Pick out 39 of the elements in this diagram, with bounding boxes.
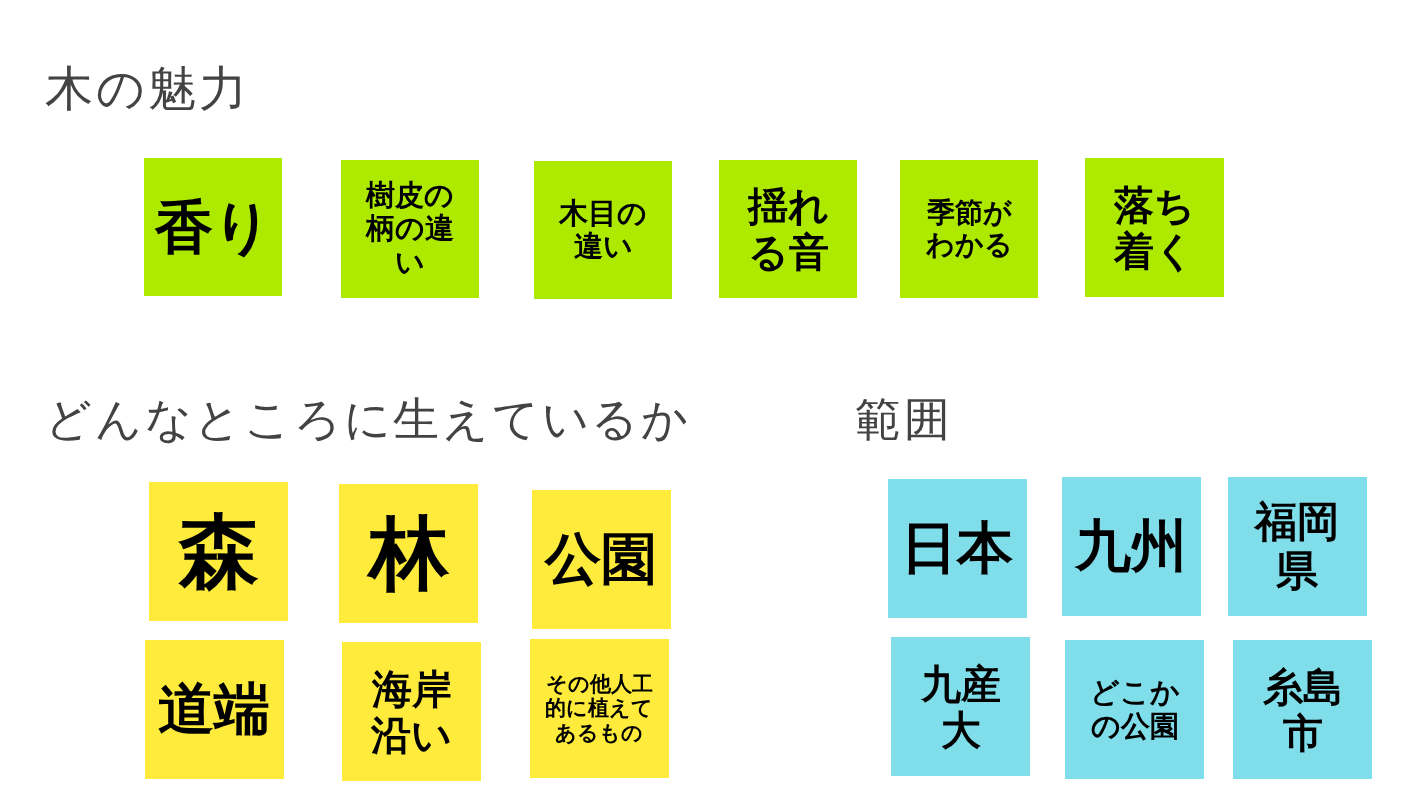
sticky-note bbox=[1228, 477, 1367, 616]
section-heading: 木の魅力 bbox=[45, 64, 250, 112]
sticky-note bbox=[149, 482, 288, 621]
sticky-note bbox=[145, 640, 284, 779]
sticky-note bbox=[144, 158, 282, 296]
sticky-note bbox=[719, 160, 857, 298]
note-text: その他人工的に植えてあるもの bbox=[545, 672, 654, 745]
sticky-note bbox=[888, 479, 1027, 618]
note-text: 福岡県 bbox=[1253, 498, 1341, 595]
note-text: 道端 bbox=[157, 677, 272, 742]
sticky-note bbox=[339, 484, 478, 623]
sticky-note bbox=[900, 160, 1038, 298]
sticky-note bbox=[532, 490, 671, 629]
sticky-note bbox=[891, 637, 1030, 776]
note-text: 林 bbox=[366, 507, 450, 600]
sticky-note bbox=[341, 160, 479, 298]
sticky-note bbox=[534, 161, 672, 299]
section-heading: どんなところに生えているか bbox=[45, 396, 691, 442]
note-text: 香り bbox=[153, 193, 273, 261]
note-text: 森 bbox=[177, 505, 260, 598]
note-text: 海岸沿い bbox=[370, 665, 453, 758]
note-text: どこかの公園 bbox=[1088, 676, 1181, 743]
sticky-note bbox=[530, 639, 669, 778]
note-text: 九産大 bbox=[919, 660, 1002, 753]
note-text: 日本 bbox=[900, 516, 1015, 581]
note-text: 樹皮の柄の違い bbox=[364, 179, 455, 279]
note-text: 季節がわかる bbox=[924, 196, 1014, 262]
note-text: 公園 bbox=[543, 527, 659, 592]
note-text: 九州 bbox=[1073, 514, 1189, 579]
sticky-note bbox=[1085, 158, 1224, 297]
note-text: 揺れる音 bbox=[746, 183, 830, 275]
section-heading: 範囲 bbox=[855, 396, 953, 442]
sticky-note bbox=[342, 642, 481, 781]
note-text: 糸島市 bbox=[1261, 663, 1344, 756]
note-text: 落ち着く bbox=[1112, 181, 1196, 274]
note-text: 木目の違い bbox=[558, 196, 648, 264]
sticky-note bbox=[1233, 640, 1372, 779]
sticky-note bbox=[1065, 640, 1204, 779]
sticky-note bbox=[1062, 477, 1201, 616]
